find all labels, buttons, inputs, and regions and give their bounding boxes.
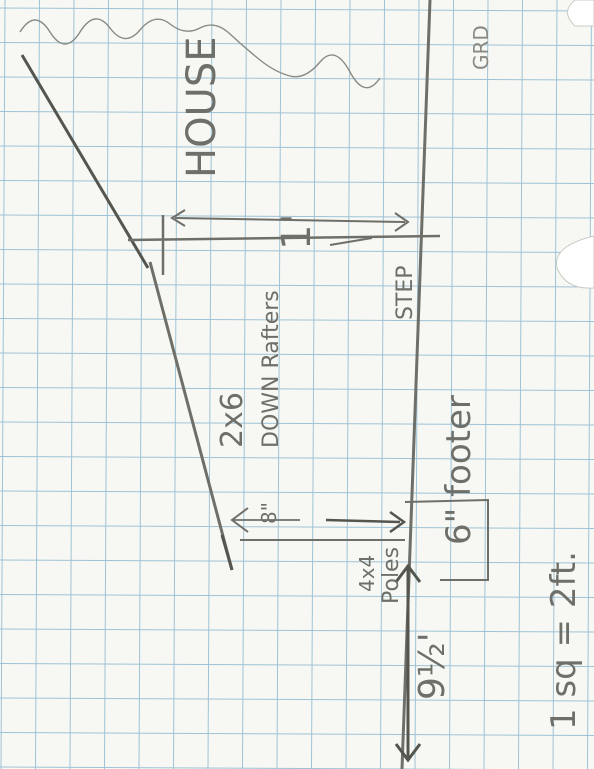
grid-line-vertical (449, 0, 454, 769)
grid-line-vertical (207, 0, 213, 769)
grid-line-vertical (483, 0, 489, 769)
grid-line-horizontal (0, 111, 594, 115)
grid-line-horizontal (0, 490, 594, 495)
grid-line-vertical (242, 0, 247, 769)
step-arrow-left (170, 209, 186, 227)
grid-line-vertical (35, 0, 40, 769)
footer-depth-line (325, 518, 401, 524)
grid-line-horizontal (0, 249, 594, 253)
grid-line-horizontal (0, 318, 594, 322)
grid-line-horizontal (0, 180, 594, 184)
grid-line-horizontal (0, 525, 594, 529)
poles-word-label: Poles (379, 547, 404, 604)
binder-hole-middle (555, 235, 594, 289)
depth-label: 9½' (412, 632, 453, 700)
ledger-line (127, 234, 441, 242)
grade-label: GRD (469, 25, 493, 70)
grid-line-horizontal (0, 456, 594, 460)
grid-line-vertical (380, 0, 385, 769)
depth-arrow-bottom (394, 743, 422, 763)
grid-line-horizontal (0, 387, 594, 391)
grid-line-vertical (345, 0, 351, 769)
rafter-line (148, 261, 234, 571)
grid-line-horizontal (0, 732, 594, 736)
grid-line-horizontal (0, 628, 594, 633)
grid-line-horizontal (0, 421, 594, 426)
rafter-end (220, 534, 234, 571)
footer-arrow (389, 510, 407, 534)
grid-line-horizontal (0, 559, 594, 564)
rafter-size-label: 2x6 (215, 392, 250, 448)
grid-line-horizontal (0, 42, 594, 46)
grid-line-vertical (587, 0, 592, 769)
grid-line-horizontal (0, 697, 594, 702)
grid-line-horizontal (0, 145, 594, 150)
grid-line-vertical (0, 0, 6, 769)
step-tick (329, 237, 373, 246)
grid-line-horizontal (0, 594, 594, 598)
house-label: HOUSE (179, 36, 225, 178)
grid-line-horizontal (0, 283, 594, 288)
grid-line-horizontal (0, 76, 594, 81)
step-label: STEP (393, 265, 418, 320)
grid-line-vertical (138, 0, 144, 769)
step-arrow-right (394, 212, 410, 232)
wavy-scribble (19, 18, 381, 89)
grid-line-vertical (552, 0, 558, 769)
step-dimension-line (174, 217, 406, 223)
grid-line-horizontal (0, 7, 594, 12)
grid-line-vertical (311, 0, 316, 769)
grid-line-vertical (69, 0, 75, 769)
poles-size-label: 4x4 (355, 555, 379, 592)
upper-slope-line (20, 54, 150, 269)
footer-label: 6" footer (439, 395, 479, 545)
grid-line-vertical (104, 0, 109, 769)
step-height-label: 1' (274, 214, 320, 250)
grid-line-horizontal (0, 663, 594, 667)
depth-arrow-top (394, 563, 422, 583)
grid-line-vertical (276, 0, 282, 769)
rafter-desc-label: DOWN Rafters (259, 290, 284, 448)
rafter-end-height-label: 8" (257, 502, 281, 524)
footer-outline (404, 498, 489, 581)
binder-hole-top (567, 0, 594, 27)
grid-line-vertical (173, 0, 178, 769)
grid-line-horizontal (0, 352, 594, 357)
grid-line-horizontal (0, 214, 594, 219)
grid-line-vertical (518, 0, 523, 769)
scale-label: 1 sq = 2ft. (544, 551, 584, 730)
